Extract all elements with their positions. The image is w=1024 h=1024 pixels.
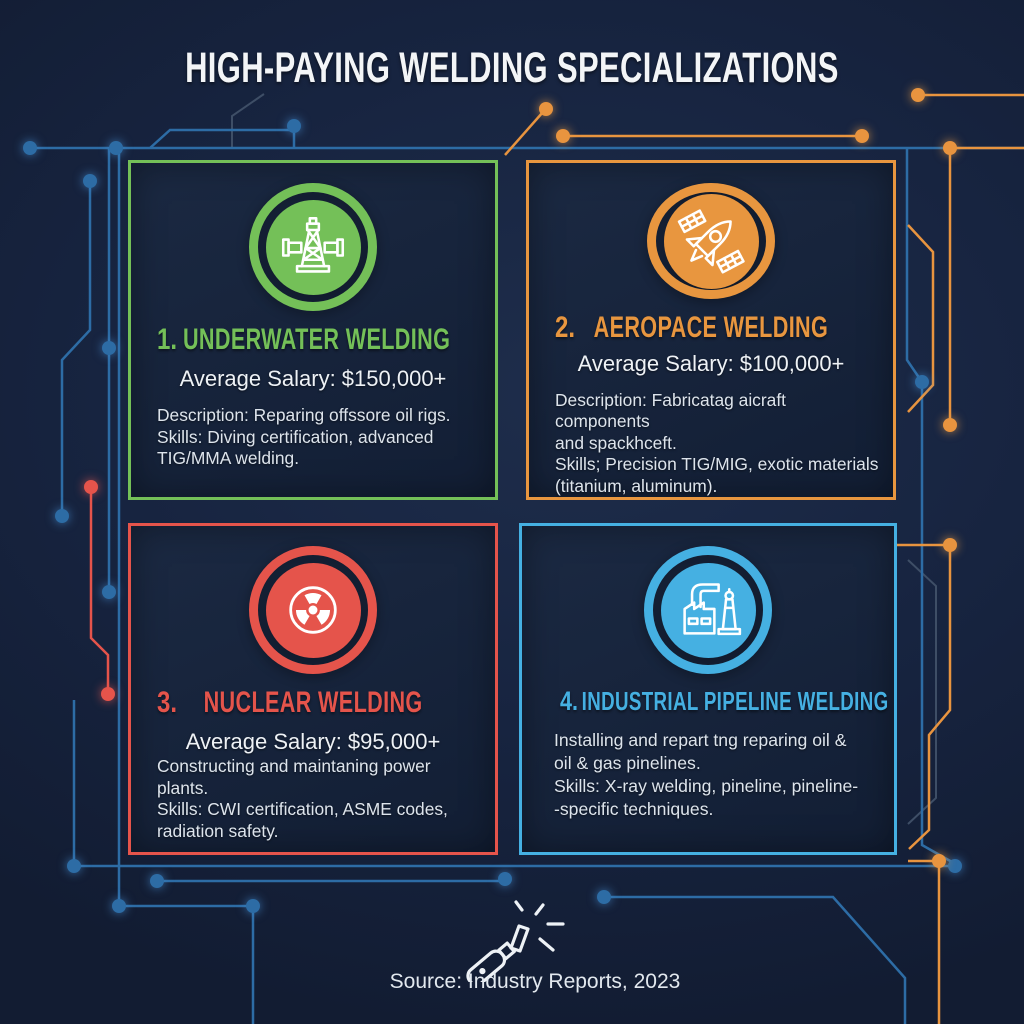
description-line: Skills: X-ray welding, pineline, pinelin… — [554, 776, 859, 796]
description-line: oil & gas pinelines. — [554, 753, 701, 773]
card-number: 4. — [560, 686, 579, 716]
underwater-welding-badge — [249, 183, 377, 311]
factory-pipeline-icon — [683, 583, 742, 636]
description-line: Installing and repart tng reparing oil & — [554, 730, 847, 750]
description-line: (titanium, aluminum). — [555, 475, 718, 496]
card-number: 3. — [157, 686, 178, 719]
page-title: HIGH-PAYING WELDING SPECIALIZATIONS — [0, 44, 1024, 93]
salary-text: Average Salary: $150,000+ — [179, 366, 447, 391]
card-number: 2. — [555, 311, 576, 345]
description-line: Description: Reparing offssore oil rigs. — [157, 405, 451, 425]
circuit-nodes — [23, 88, 962, 913]
description-text: Description: Fabricatag aicraft componen… — [529, 390, 893, 498]
description-line: TIG/MMA welding. — [157, 448, 300, 468]
oil-rig-icon — [281, 217, 345, 273]
welding-torch-graphic — [452, 898, 582, 987]
card-underwater-welding: 1. UNDERWATER WELDING Average Salary: $1… — [128, 160, 498, 500]
description-line: radiation safety. — [157, 820, 279, 841]
blue-circuit-lines — [30, 128, 1024, 1024]
card-industrial-pipeline-welding: 4. INDUSTRIAL PIPELINE WELDING Installin… — [519, 523, 897, 855]
card-title: INDUSTRIAL PIPELINE WELDING — [581, 686, 889, 716]
description-text: Description: Reparing offssore oil rigs.… — [131, 405, 495, 470]
description-line: Skills; Precision TIG/MIG, exotic materi… — [555, 454, 879, 474]
red-circuit-lines — [89, 491, 110, 690]
industrial-pipeline-badge — [644, 546, 772, 674]
source-text: Source: Industry Reports, 2023 — [389, 970, 681, 993]
salary-text: Average Salary: $100,000+ — [577, 350, 845, 376]
nuclear-welding-badge — [249, 546, 377, 674]
card-nuclear-welding: 3. NUCLEAR WELDING Average Salary: $95,0… — [128, 523, 498, 855]
card-title: AEROPACE WELDING — [593, 311, 829, 345]
orange-circuit-lines — [504, 93, 1024, 1024]
welding-torch-icon — [466, 900, 565, 987]
rocket-satellite-icon — [677, 209, 745, 274]
card-title: UNDERWATER WELDING — [182, 323, 451, 356]
description-line: Description: Fabricatag aicraft componen… — [555, 389, 787, 432]
aerospace-welding-badge — [647, 183, 775, 300]
description-line: -specific techniques. — [554, 799, 714, 819]
card-title: NUCLEAR WELDING — [203, 686, 423, 719]
card-heading: 1. UNDERWATER WELDING — [131, 323, 495, 361]
salary-text: Average Salary: $95,000+ — [185, 729, 441, 754]
card-heading: 2. AEROPACE WELDING — [529, 311, 893, 345]
card-aerospace-welding: 2. AEROPACE WELDING Average Salary: $100… — [526, 160, 896, 500]
description-line: Skills: Diving certification, advanced — [157, 426, 434, 447]
description-text: Constructing and maintaning power plants… — [131, 756, 495, 842]
description-line: Skills: CWI certification, ASME codes, — [157, 799, 448, 819]
radiation-icon — [289, 586, 337, 634]
card-heading: 4. INDUSTRIAL PIPELINE WELDING — [522, 686, 894, 720]
card-heading: 3. NUCLEAR WELDING — [131, 686, 495, 724]
card-number: 1. — [157, 323, 178, 356]
description-line: Constructing and maintaning power plants… — [157, 756, 431, 798]
description-line: and spackhceft. — [555, 432, 677, 453]
page-title-text: HIGH-PAYING WELDING SPECIALIZATIONS — [185, 44, 839, 92]
description-text: Installing and repart tng reparing oil &… — [522, 729, 894, 821]
